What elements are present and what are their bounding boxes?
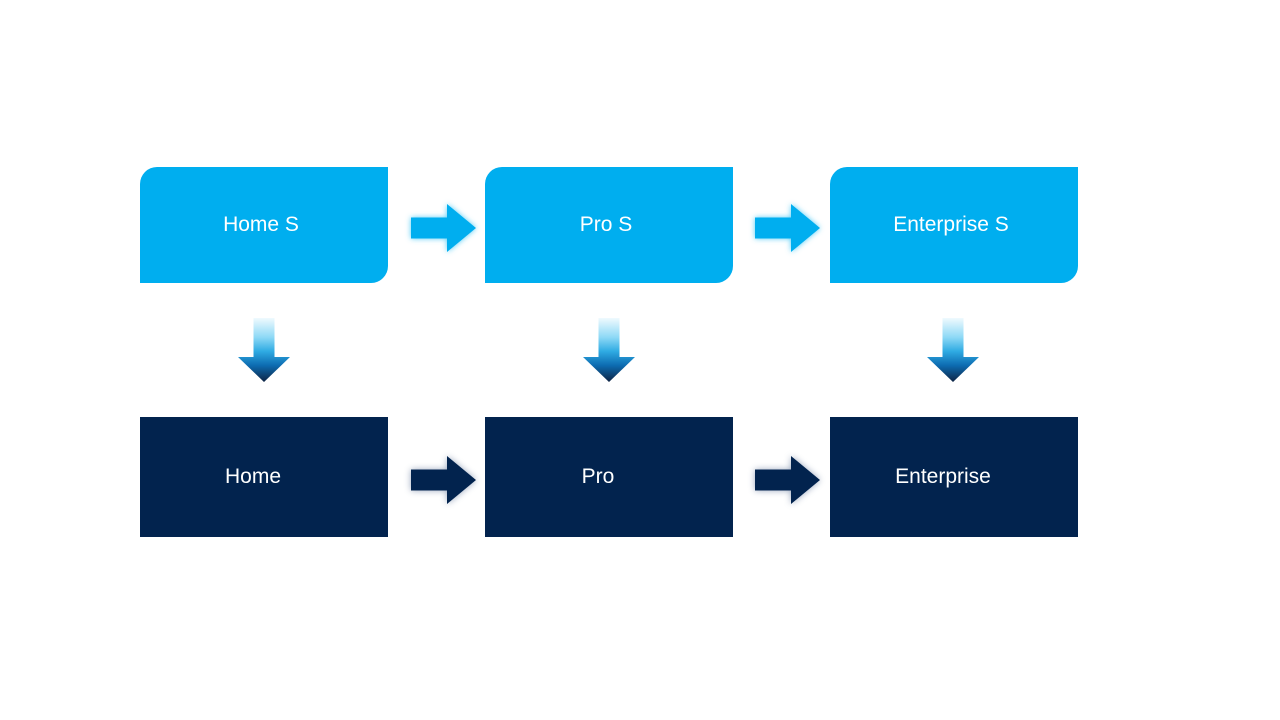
node-label: Enterprise	[895, 465, 991, 489]
node-home: Home	[140, 417, 388, 537]
node-pro-s: Pro S	[485, 167, 733, 283]
node-enterprise: Enterprise	[830, 417, 1078, 537]
node-label: Home	[224, 465, 282, 489]
node-home-s: Home S	[140, 167, 388, 283]
node-label: Enterprise S	[893, 213, 1009, 237]
right-arrow-icon	[411, 204, 476, 252]
node-enterprise-s: Enterprise S	[830, 167, 1078, 283]
node-pro: Pro	[485, 417, 733, 537]
right-arrow-icon	[755, 456, 820, 504]
down-arrow-icon	[583, 318, 635, 382]
node-label: Pro S	[579, 213, 633, 237]
right-arrow-icon	[411, 456, 476, 504]
right-arrow-icon	[755, 204, 820, 252]
node-label: Home S	[223, 213, 299, 237]
node-label: Pro	[581, 465, 615, 489]
down-arrow-icon	[238, 318, 290, 382]
down-arrow-icon	[927, 318, 979, 382]
